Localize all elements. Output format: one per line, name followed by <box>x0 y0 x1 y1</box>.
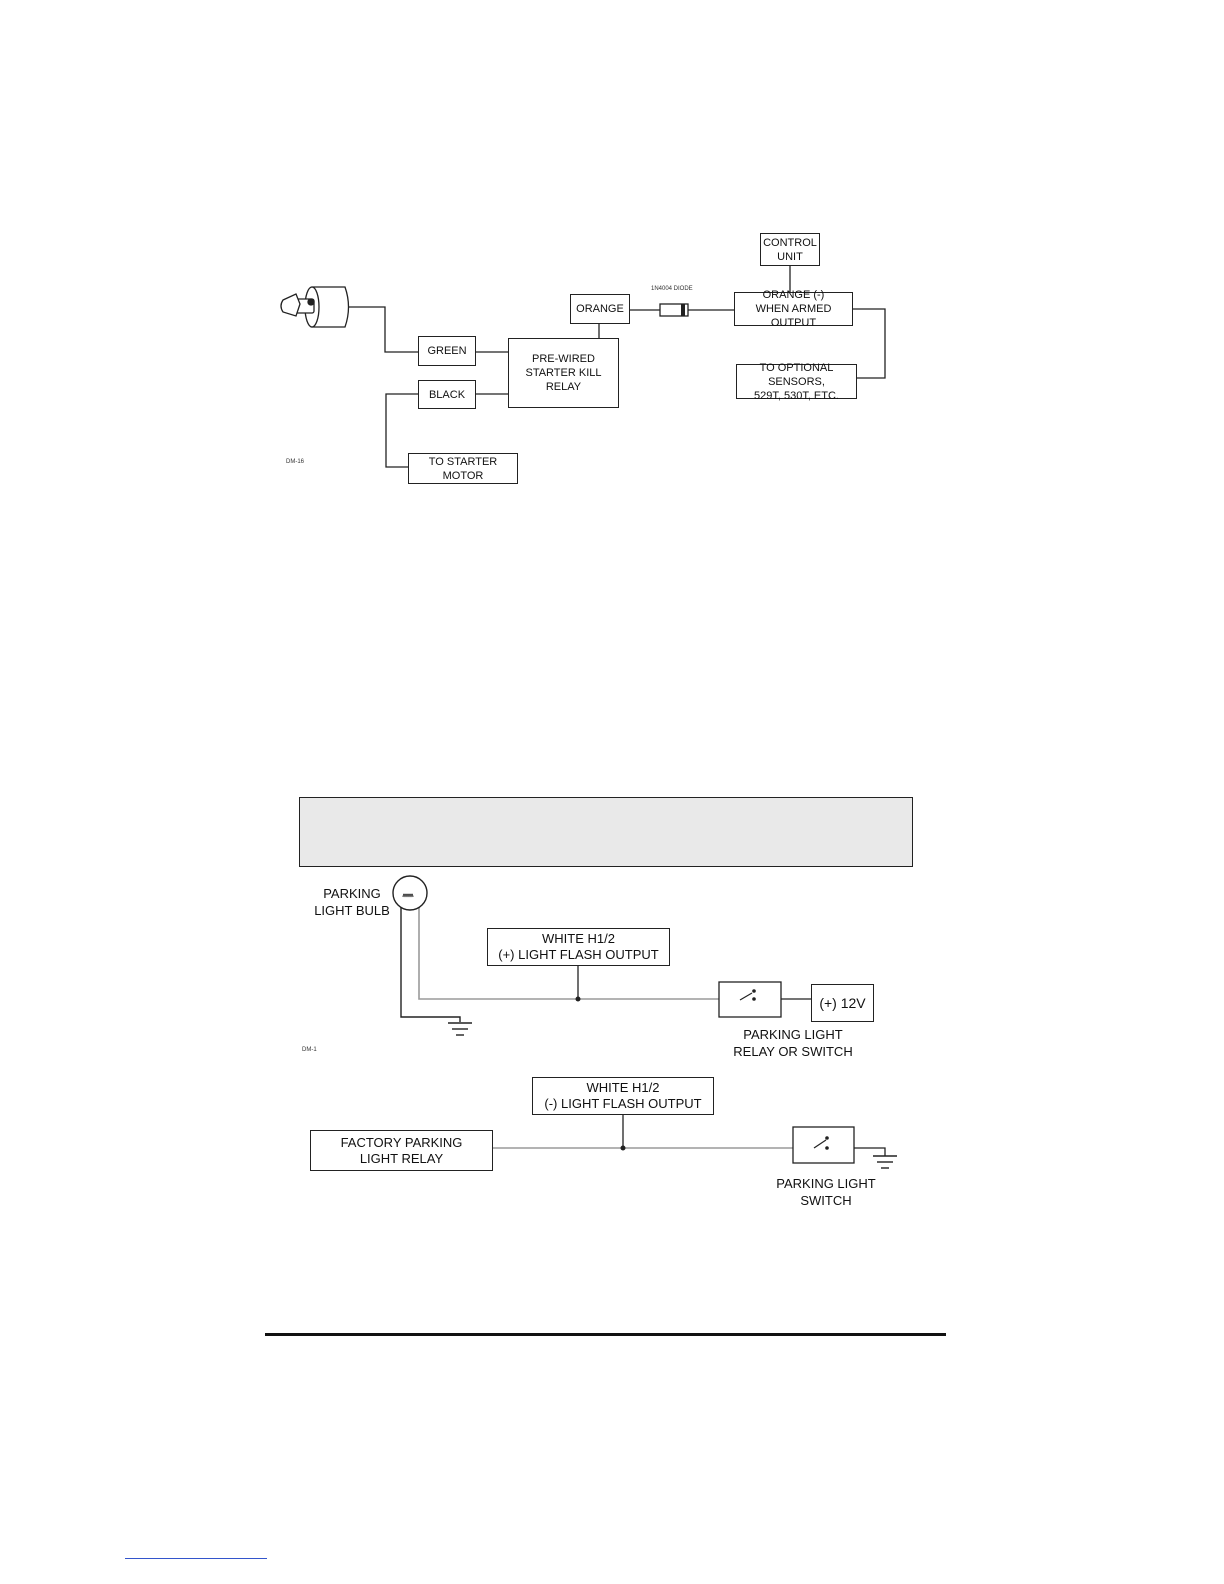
positive-flash-wires <box>400 900 811 1022</box>
ignition-wire <box>345 306 418 353</box>
parking-light-bulb-label: PARKING LIGHT BULB <box>314 886 390 918</box>
light-bulb-icon <box>392 875 428 911</box>
switch-icon <box>792 1126 855 1164</box>
starter-wires <box>345 265 886 468</box>
ground-icon <box>873 1155 897 1169</box>
footer-link-underline <box>125 1558 267 1559</box>
parking-light-relay-switch-label: PARKING LIGHT RELAY OR SWITCH <box>733 1027 853 1059</box>
control-unit-box: CONTROL UNIT <box>760 233 820 266</box>
diagram-code: DM-16 <box>286 459 305 465</box>
section-banner <box>299 797 913 867</box>
factory-parking-light-relay-box: FACTORY PARKING LIGHT RELAY <box>310 1130 493 1171</box>
diode-icon <box>659 303 689 317</box>
ignition-key-icon <box>280 286 350 328</box>
starter-motor-box: TO STARTER MOTOR <box>408 453 518 484</box>
junction-dot <box>575 996 581 1002</box>
orange-output-box: ORANGE (-) WHEN ARMED OUTPUT <box>734 289 853 329</box>
negative-flash-wires <box>492 1114 886 1156</box>
positive-flash-output-box: WHITE H1/2 (+) LIGHT FLASH OUTPUT <box>487 928 670 966</box>
starter-kill-relay-box: PRE-WIRED STARTER KILL RELAY <box>508 338 619 408</box>
starter-motor-wire <box>385 393 418 468</box>
green-box: GREEN <box>418 336 476 366</box>
diagram-code: DM-1 <box>302 1047 317 1053</box>
optional-sensors-box: TO OPTIONAL SENSORS, 529T, 530T, ETC. <box>736 362 857 402</box>
black-box: BLACK <box>418 380 476 409</box>
sensor-wire <box>853 308 886 379</box>
orange-box: ORANGE <box>570 294 630 324</box>
negative-flash-output-box: WHITE H1/2 (-) LIGHT FLASH OUTPUT <box>532 1077 714 1115</box>
junction-dot <box>620 1145 626 1151</box>
plus-12v-box: (+) 12V <box>811 984 874 1022</box>
horizontal-rule <box>265 1333 946 1336</box>
switch-icon <box>718 981 782 1018</box>
diode-label: 1N4004 DIODE <box>651 286 693 292</box>
parking-light-switch-label: PARKING LIGHT SWITCH <box>776 1176 876 1208</box>
ground-icon <box>448 1022 472 1036</box>
